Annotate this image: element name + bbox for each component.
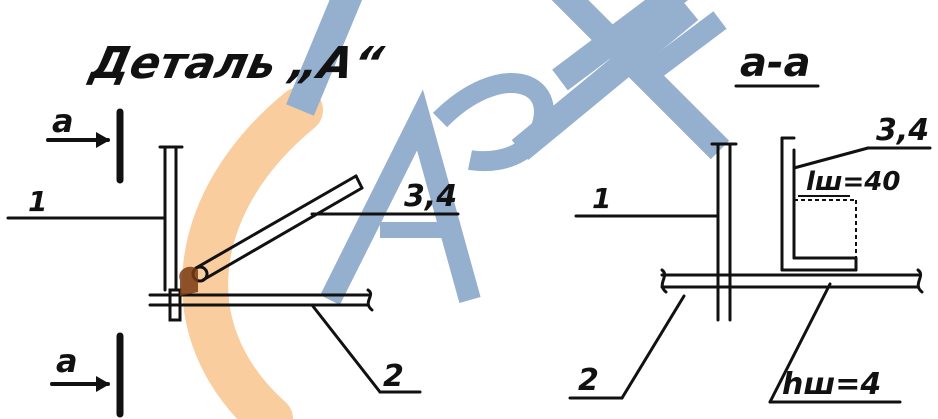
section-mark-top-letter: а [52, 102, 74, 140]
callout-34-right-label: 3,4 [876, 113, 929, 148]
section-mark-top: а [46, 102, 124, 184]
callout-2-left: 2 [310, 303, 422, 394]
horizontal-flange-2 [148, 288, 374, 322]
callout-1-left-label: 1 [28, 185, 47, 218]
section-vertical-plate [710, 142, 738, 322]
weld-length-label: lш=40 [806, 167, 901, 197]
section-aa-drawing: а-а 1 2 [568, 40, 932, 404]
watermark-logo [182, 0, 730, 419]
diagonal-brace [179, 174, 364, 296]
callout-34-right: 3,4 [792, 113, 932, 170]
callout-2-right-label: 2 [578, 363, 599, 398]
section-mark-bottom: а [50, 332, 124, 418]
weld-blob [179, 266, 198, 296]
callout-1-right-label: 1 [592, 182, 611, 215]
section-aa-title: а-а [740, 40, 811, 86]
callout-34-left: 3,4 [310, 179, 460, 216]
weld-length-annotation: lш=40 [798, 167, 901, 197]
angle-profile [780, 136, 858, 272]
detail-a-title: Деталь „А“ [84, 38, 387, 88]
weld-height-callout: hш=4 [768, 282, 902, 404]
callout-1-left: 1 [6, 185, 167, 220]
detail-a-drawing: Деталь „А“ а а 1 [6, 38, 460, 418]
callout-2-right: 2 [568, 294, 686, 400]
callout-2-left-label: 2 [383, 359, 404, 394]
callout-1-right: 1 [574, 182, 720, 218]
section-mark-bottom-letter: а [56, 342, 78, 380]
callout-34-left-label: 3,4 [404, 179, 457, 214]
section-horizontal-flange [660, 268, 924, 294]
weld-height-label: hш=4 [782, 367, 881, 402]
